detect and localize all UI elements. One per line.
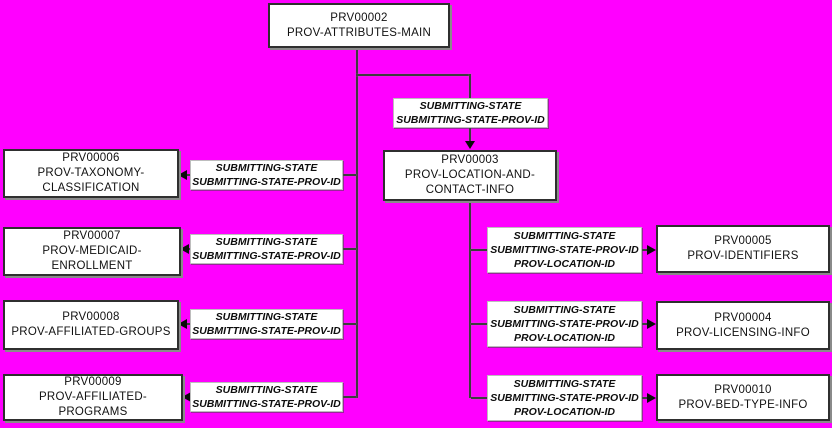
- edge-label-line: SUBMITTING-STATE: [419, 100, 522, 112]
- entity-code: PRV00004: [714, 311, 772, 324]
- edge-label-main-to-taxonomy: SUBMITTING-STATE SUBMITTING-STATE-PROV-I…: [190, 160, 343, 190]
- edge-label-line: PROV-LOCATION-ID: [514, 406, 615, 418]
- entity-name: PROV-AFFILIATED-PROGRAMS: [39, 391, 147, 418]
- edge-label-line: PROV-LOCATION-ID: [514, 258, 615, 270]
- edge-label-line: SUBMITTING-STATE-PROV-ID: [490, 244, 639, 256]
- entity-code: PRV00009: [64, 376, 122, 388]
- entity-name: PROV-LOCATION-AND-: [404, 169, 536, 181]
- entity-code: PRV00006: [62, 152, 120, 164]
- edge-label-line: SUBMITTING-STATE: [215, 311, 318, 323]
- entity-code: PRV00008: [62, 311, 120, 323]
- edge-label-line: SUBMITTING-STATE-PROV-ID: [192, 250, 341, 262]
- edge-label-line: SUBMITTING-STATE: [215, 162, 318, 174]
- edge-label-line: SUBMITTING-STATE-PROV-ID: [490, 318, 639, 330]
- entity-name: CLASSIFICATION: [42, 182, 140, 194]
- entity-name: PROV-TAXONOMY-: [37, 167, 145, 179]
- arrowhead-left-groups-icon: [178, 319, 187, 329]
- entity-prv00010: PRV00010 PROV-BED-TYPE-INFO: [656, 374, 830, 421]
- arrowhead-left-programs-icon: [182, 392, 191, 402]
- entity-prv00009: PRV00009 PROV-AFFILIATED-PROGRAMS: [3, 374, 183, 421]
- arrowhead-left-medicaid-icon: [180, 244, 189, 254]
- entity-prv00006: PRV00006 PROV-TAXONOMY- CLASSIFICATION: [3, 149, 179, 198]
- edge-label-line: SUBMITTING-STATE: [215, 236, 318, 248]
- arrowhead-right-licensing-icon: [647, 319, 656, 329]
- edge-label-line: SUBMITTING-STATE: [215, 384, 318, 396]
- entity-code: PRV00005: [714, 235, 772, 247]
- edge-label-main-to-groups: SUBMITTING-STATE SUBMITTING-STATE-PROV-I…: [190, 309, 343, 339]
- entity-name: PROV-AFFILIATED-GROUPS: [11, 326, 171, 338]
- entity-prv00005: PRV00005 PROV-IDENTIFIERS: [656, 225, 830, 273]
- entity-code: PRV00010: [714, 383, 772, 396]
- edge-label-line: SUBMITTING-STATE-PROV-ID: [192, 398, 341, 410]
- edge-label-line: SUBMITTING-STATE-PROV-ID: [192, 176, 341, 188]
- arrowhead-left-taxonomy-icon: [178, 170, 187, 180]
- edge-label-line: SUBMITTING-STATE: [513, 378, 616, 390]
- edge-label-line: SUBMITTING-STATE: [513, 230, 616, 242]
- edge-label-line: SUBMITTING-STATE-PROV-ID: [396, 114, 545, 126]
- entity-name: CONTACT-INFO: [425, 184, 515, 196]
- edge-label-main-to-programs: SUBMITTING-STATE SUBMITTING-STATE-PROV-I…: [190, 382, 343, 412]
- arrowhead-right-identifiers-icon: [647, 245, 656, 255]
- connector-main-to-location-horizontal: [356, 74, 471, 76]
- edge-label-main-to-location: SUBMITTING-STATE SUBMITTING-STATE-PROV-I…: [393, 98, 548, 128]
- arrowhead-down-location-icon: [465, 141, 475, 149]
- entity-name: PROV-LICENSING-INFO: [676, 326, 810, 339]
- edge-label-location-to-bedtype: SUBMITTING-STATE SUBMITTING-STATE-PROV-I…: [487, 375, 642, 421]
- entity-prv00002: PRV00002 PROV-ATTRIBUTES-MAIN: [268, 3, 450, 48]
- entity-prv00007: PRV00007 PROV-MEDICAID-ENROLLMENT: [3, 227, 181, 276]
- entity-name: PROV-BED-TYPE-INFO: [678, 398, 808, 411]
- edge-label-line: SUBMITTING-STATE: [513, 304, 616, 316]
- entity-prv00003: PRV00003 PROV-LOCATION-AND- CONTACT-INFO: [383, 150, 557, 201]
- edge-label-line: PROV-LOCATION-ID: [514, 332, 615, 344]
- entity-code: PRV00002: [330, 11, 388, 24]
- edge-label-main-to-medicaid: SUBMITTING-STATE SUBMITTING-STATE-PROV-I…: [190, 234, 343, 264]
- connector-main-trunk: [356, 48, 358, 398]
- edge-label-location-to-identifiers: SUBMITTING-STATE SUBMITTING-STATE-PROV-I…: [487, 227, 642, 273]
- entity-prv00008: PRV00008 PROV-AFFILIATED-GROUPS: [3, 300, 179, 350]
- edge-label-line: SUBMITTING-STATE-PROV-ID: [192, 325, 341, 337]
- entity-name: PROV-IDENTIFIERS: [687, 250, 799, 262]
- arrowhead-right-bedtype-icon: [647, 393, 656, 403]
- entity-code: PRV00003: [441, 154, 499, 166]
- entity-code: PRV00007: [63, 230, 121, 242]
- edge-label-location-to-licensing: SUBMITTING-STATE SUBMITTING-STATE-PROV-I…: [487, 301, 642, 347]
- connector-location-trunk: [469, 201, 471, 398]
- entity-name: PROV-MEDICAID-ENROLLMENT: [42, 245, 142, 272]
- entity-prv00004: PRV00004 PROV-LICENSING-INFO: [656, 301, 830, 350]
- edge-label-line: SUBMITTING-STATE-PROV-ID: [490, 392, 639, 404]
- entity-name: PROV-ATTRIBUTES-MAIN: [286, 26, 432, 39]
